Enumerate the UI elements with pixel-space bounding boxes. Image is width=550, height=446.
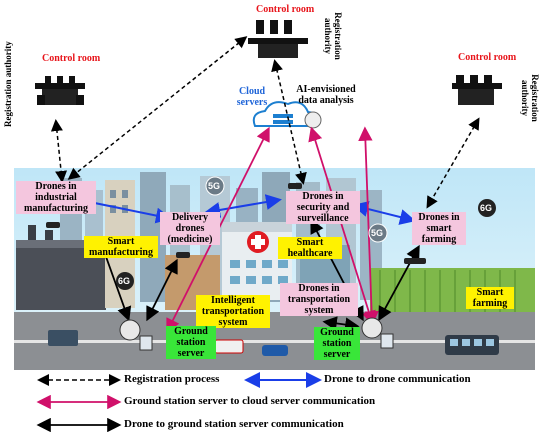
registration-authority-top: Registration authority [323, 12, 343, 60]
smart-manufacturing-label: Smart manufacturing [84, 236, 158, 258]
smart-healthcare-label: Smart healthcare [278, 237, 342, 259]
badge-6g-b: 6G [118, 276, 131, 286]
badge-6g-d: 6G [480, 203, 493, 213]
ai-analysis-label: AI-envisioned data analysis [296, 84, 356, 106]
control-room-right [452, 75, 502, 105]
drones-security-label: Drones in security and surveillance [286, 191, 360, 224]
ground-station-right-label: Ground station server [314, 327, 360, 360]
control-room-left-label: Control room [42, 53, 101, 64]
legend [36, 372, 322, 433]
registration-authority-left: Registration authority [3, 41, 13, 127]
legend-registration-text: Registration process [124, 373, 220, 385]
legend-d2g-text: Drone to ground station server communica… [124, 418, 344, 430]
ground-station-left-label: Ground station server [166, 326, 216, 359]
drones-industrial-label: Drones in industrial manufacturing [16, 181, 96, 214]
legend-gss-cloud-text: Ground station server to cloud server co… [124, 395, 376, 407]
legend-d2d-text: Drone to drone communication [324, 373, 471, 385]
network-badge-circles [116, 176, 496, 290]
badge-5g-a: 5G [208, 181, 221, 191]
cloud-servers-label: Cloud servers [236, 86, 268, 108]
drones-transport-label: Drones in transportation system [280, 283, 358, 316]
ground-station-icon [119, 317, 394, 351]
gss-cloud-right-2 [358, 126, 379, 326]
drones-farming-label: Drones in smart farming [412, 212, 466, 245]
d2g-delivery [146, 258, 178, 322]
control-room-top-label: Control room [256, 4, 315, 15]
smart-farming-label: Smart farming [466, 287, 514, 309]
d2g-transport [322, 316, 360, 332]
control-room-top [248, 20, 308, 58]
badge-5g-c: 5G [371, 228, 384, 238]
intelligent-transportation-label: Intelligent transportation system [196, 295, 270, 328]
reg-arrow-right-farming [426, 117, 480, 209]
delivery-drones-label: Delivery drones (medicine) [160, 212, 220, 245]
reg-arrow-left-industrial [50, 119, 68, 183]
reg-arrow-top-industrial [67, 36, 248, 180]
control-room-right-label: Control room [458, 52, 517, 63]
registration-authority-right: Registration authority [520, 74, 540, 122]
control-room-left [35, 76, 85, 105]
